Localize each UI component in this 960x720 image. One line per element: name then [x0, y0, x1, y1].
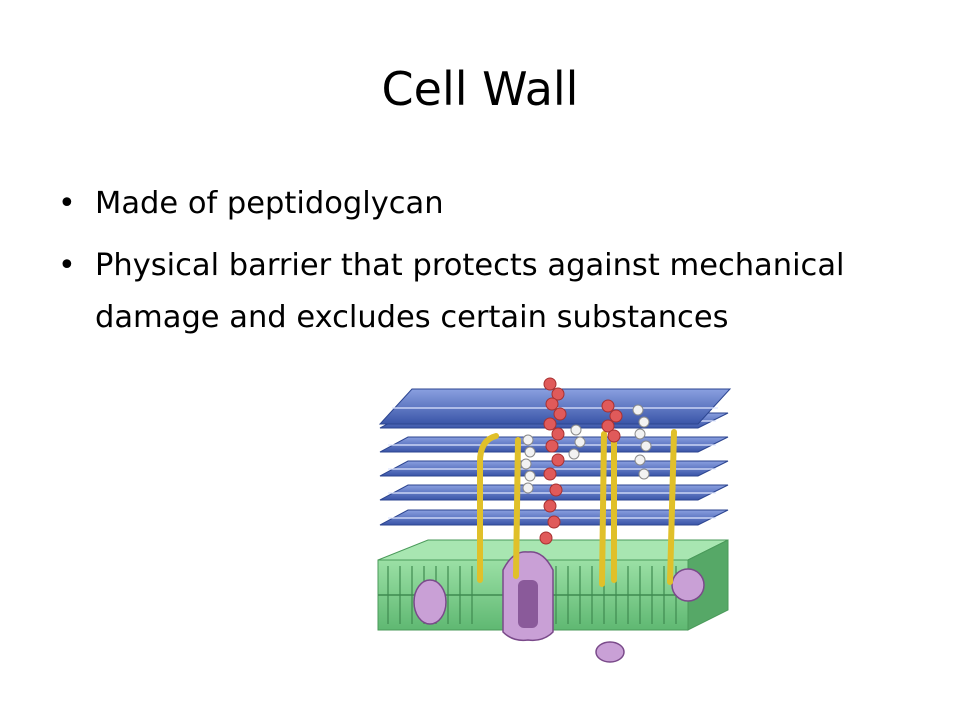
- lipoteichoic-chains-red: [539, 377, 623, 545]
- teichoic-acids: [477, 429, 677, 587]
- bullet-marker: •: [58, 248, 76, 283]
- cell-wall-illustration: [377, 377, 732, 663]
- lipoteichoic-chains-white: [520, 404, 652, 494]
- slide-title: Cell Wall: [381, 62, 579, 116]
- bullet-text: Made of peptidoglycan: [95, 186, 444, 221]
- bullet-item: • Physical barrier that protects against…: [58, 240, 918, 344]
- bullet-text: Physical barrier that protects against m…: [95, 248, 845, 335]
- bullet-list: • Made of peptidoglycan • Physical barri…: [58, 178, 918, 354]
- bullet-marker: •: [58, 186, 76, 221]
- bullet-item: • Made of peptidoglycan: [58, 178, 918, 230]
